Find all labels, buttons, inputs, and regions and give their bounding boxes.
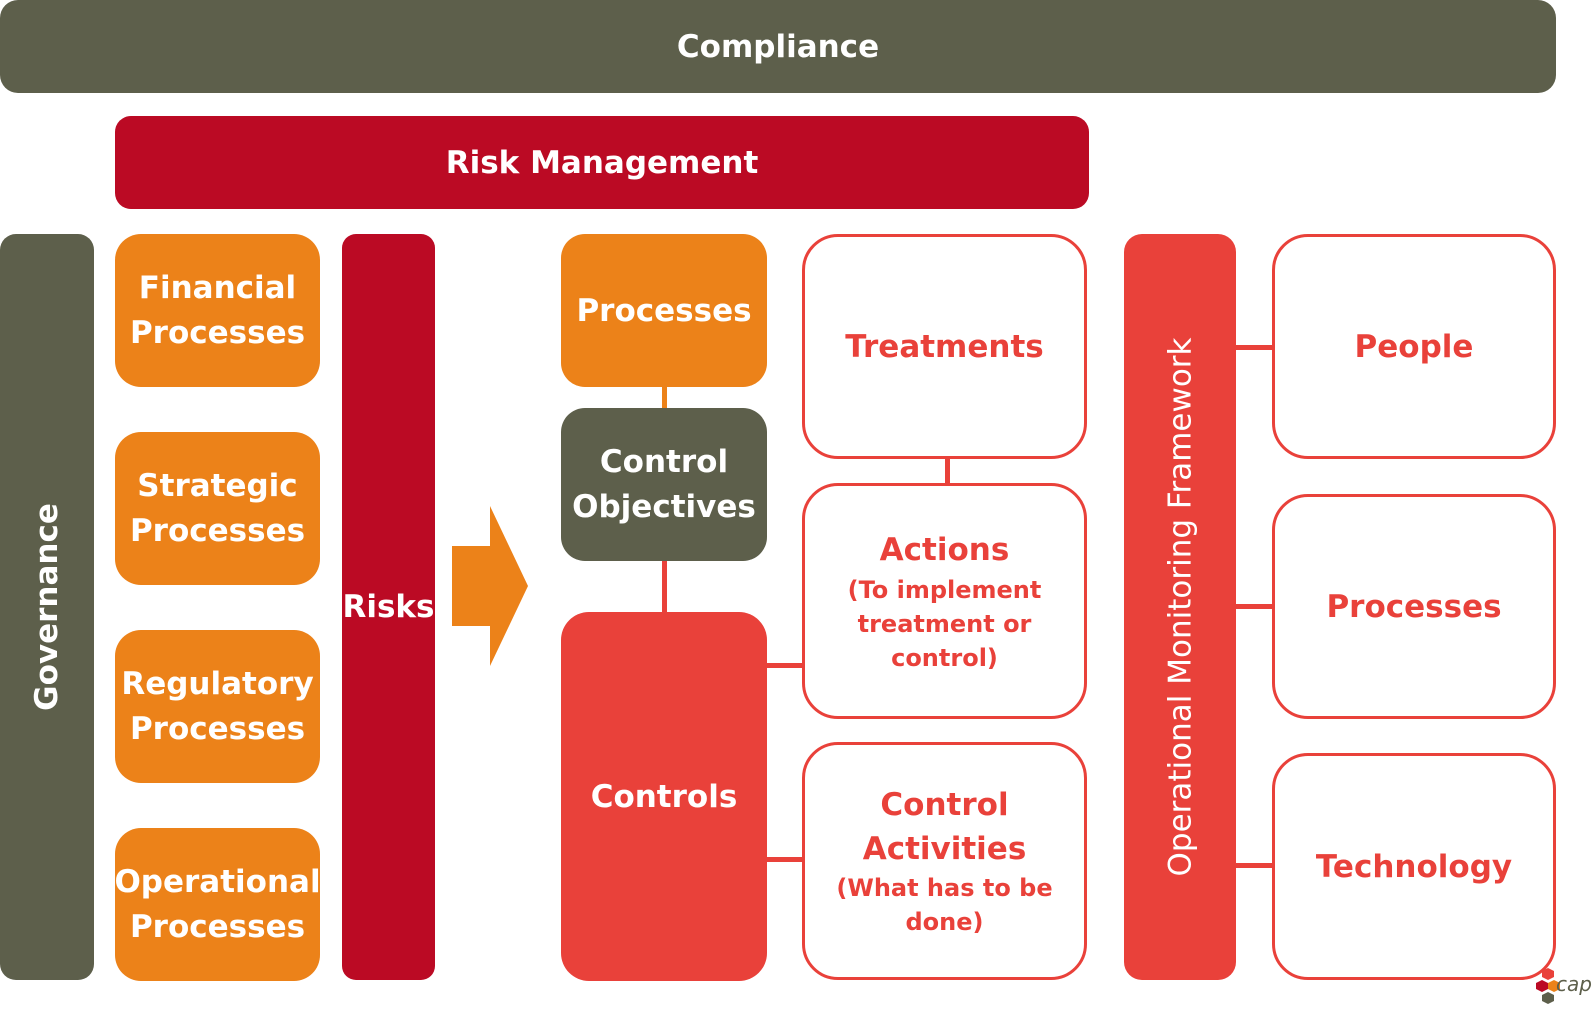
risks-label: Risks: [342, 589, 435, 625]
technology-label: Technology: [1315, 848, 1513, 885]
actions-box: Actions (To implement treatment or contr…: [802, 483, 1087, 719]
strategic-processes-box: Strategic Processes: [115, 432, 320, 585]
controls-to-activities-connector: [764, 857, 804, 862]
operational-monitoring-framework-label: Operational Monitoring Framework: [1162, 337, 1199, 877]
financial-processes-line2: Processes: [129, 314, 306, 351]
compliance-bar: Compliance: [0, 0, 1556, 93]
controls-to-actions-connector: [764, 663, 804, 668]
risk-management-bar: Risk Management: [115, 116, 1089, 209]
controls-box: Controls: [561, 612, 767, 981]
processes-label: Processes: [576, 292, 752, 329]
control-activities-sub-line2: done): [905, 908, 984, 936]
framework-to-processes-connector: [1232, 604, 1272, 609]
compliance-label: Compliance: [676, 28, 880, 65]
cap-logo: cap: [1536, 966, 1592, 1008]
actions-sub-line1: (To implement: [847, 576, 1042, 604]
regulatory-processes-line1: Regulatory: [121, 665, 314, 702]
control-activities-line2: Activities: [862, 831, 1027, 867]
framework-to-technology-connector: [1232, 863, 1272, 868]
operational-monitoring-framework-bar: Operational Monitoring Framework: [1124, 234, 1236, 980]
right-arrow-icon: [452, 506, 528, 666]
governance-label: Governance: [29, 503, 66, 711]
risks-bar: Risks: [342, 234, 435, 980]
cap-logo-text: cap: [1556, 972, 1592, 996]
governance-bar: Governance: [0, 234, 94, 980]
control-activities-sub-line1: (What has to be: [836, 874, 1053, 902]
processes-to-objectives-connector: [662, 385, 667, 410]
risk-management-label: Risk Management: [445, 144, 759, 181]
framework-processes-label: Processes: [1326, 588, 1502, 625]
people-label: People: [1354, 328, 1474, 365]
treatments-to-actions-connector: [945, 457, 950, 485]
strategic-processes-line2: Processes: [129, 512, 306, 549]
objectives-to-controls-connector: [662, 555, 667, 615]
treatments-box: Treatments: [802, 234, 1087, 459]
control-objectives-line1: Control: [599, 443, 729, 480]
regulatory-processes-box: Regulatory Processes: [115, 630, 320, 783]
treatments-label: Treatments: [845, 328, 1044, 365]
strategic-processes-line1: Strategic: [137, 467, 298, 504]
framework-to-people-connector: [1232, 345, 1272, 350]
technology-box: Technology: [1272, 753, 1556, 980]
controls-label: Controls: [590, 778, 738, 815]
hexagon-cluster-icon: [1536, 968, 1560, 1004]
people-box: People: [1272, 234, 1556, 459]
actions-title: Actions: [879, 532, 1010, 568]
regulatory-processes-line2: Processes: [129, 710, 306, 747]
processes-box: Processes: [561, 234, 767, 387]
actions-sub-line2: treatment or control): [857, 610, 1032, 672]
control-activities-box: Control Activities (What has to be done): [802, 742, 1087, 980]
financial-processes-line1: Financial: [138, 269, 297, 306]
framework-processes-box: Processes: [1272, 494, 1556, 719]
control-objectives-box: Control Objectives: [561, 408, 767, 561]
operational-processes-line1: Operational: [114, 863, 321, 900]
control-objectives-line2: Objectives: [572, 488, 756, 525]
control-activities-line1: Control: [880, 787, 1009, 823]
operational-processes-line2: Processes: [129, 908, 306, 945]
operational-processes-box: Operational Processes: [114, 828, 321, 981]
financial-processes-box: Financial Processes: [115, 234, 320, 387]
